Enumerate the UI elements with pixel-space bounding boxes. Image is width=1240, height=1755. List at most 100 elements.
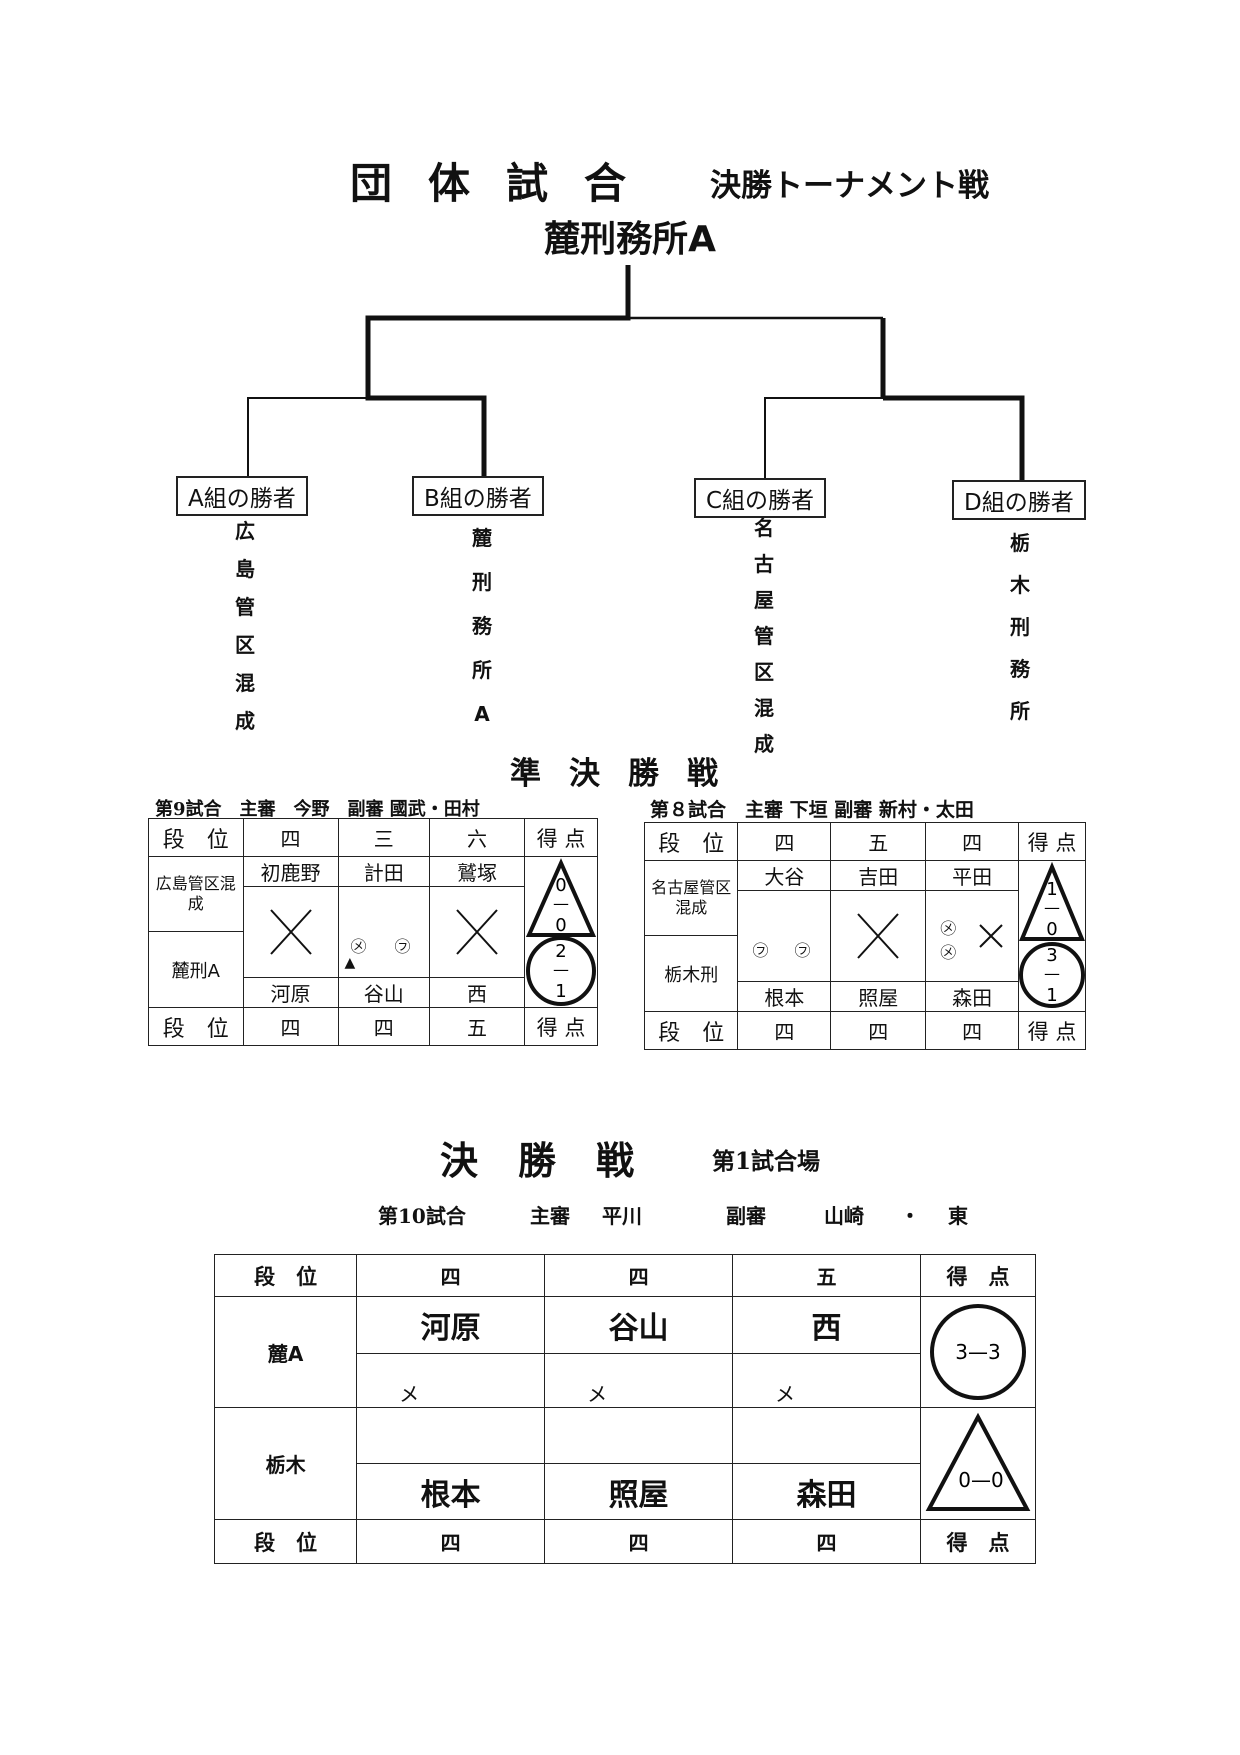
top-wins: 0 xyxy=(555,875,566,896)
bout-cell: ㋱ ㋫ ▲ xyxy=(337,886,430,978)
rank-cell: 四 xyxy=(544,1519,734,1564)
group-c-label: C組の勝者 xyxy=(694,478,827,518)
bout-mark: ㋱ xyxy=(350,937,367,956)
bout-mark: メ xyxy=(356,1352,546,1408)
player-name: 谷山 xyxy=(337,977,430,1008)
rank-cell: 五 xyxy=(732,1254,921,1297)
player-name: 森田 xyxy=(732,1463,921,1520)
score-label: 得 点 xyxy=(1017,822,1087,861)
top-dash: — xyxy=(553,894,569,913)
match9-table: 段 位 四 三 六 得 点 広島管区混成 初鹿野 計田 鷲塚 0 — 0 2 —… xyxy=(148,818,599,1046)
top-points: 0 xyxy=(1046,919,1057,940)
champion-name: 麓刑務所A xyxy=(544,219,716,260)
bottom-wins: 2 xyxy=(555,941,566,962)
final-match-number: 第10試合 xyxy=(378,1204,466,1228)
bout-mark: ㋫ xyxy=(794,941,811,960)
rank-cell: 四 xyxy=(356,1254,546,1297)
bracket-c-line xyxy=(764,397,883,480)
team-name-bottom: 栃木刑 xyxy=(643,935,739,1012)
rank-cell: 四 xyxy=(925,822,1019,861)
player-name: 根本 xyxy=(356,1463,546,1520)
rank-cell: 四 xyxy=(737,822,832,861)
team-name-top: 麓A xyxy=(213,1296,358,1408)
bout-cell xyxy=(242,886,339,978)
rank-cell: 四 xyxy=(544,1254,734,1297)
final-sub1-name: 山崎 xyxy=(824,1204,864,1228)
bout-cell xyxy=(428,886,525,978)
triangle-mark xyxy=(525,858,597,937)
player-name: 計田 xyxy=(337,856,430,887)
bout-mark: ㋫ xyxy=(394,937,411,956)
page-title: 団体試合 xyxy=(350,159,663,208)
bottom-dash: — xyxy=(1044,964,1060,983)
rank-cell: 四 xyxy=(242,1007,339,1046)
player-name: 森田 xyxy=(925,981,1019,1012)
rank-label: 段 位 xyxy=(148,1007,244,1046)
score-text: 0—0 xyxy=(958,1468,1003,1492)
bottom-points: 1 xyxy=(555,981,566,1002)
final-title: 決勝戦 xyxy=(440,1138,675,1183)
bout-cell xyxy=(732,1407,921,1464)
rank-cell: 三 xyxy=(337,818,430,857)
player-name: 鷲塚 xyxy=(428,856,525,887)
score-marks: 0 — 0 2 — 1 xyxy=(525,858,597,1006)
group-a-team: 広島管 区混成 xyxy=(235,519,255,733)
score-cell: 1 — 0 3 — 1 xyxy=(1017,860,1087,1012)
bout-mark: メ xyxy=(544,1352,734,1408)
player-name: 河原 xyxy=(356,1296,546,1354)
final-chief-label: 主審 xyxy=(530,1204,570,1228)
draw-mark xyxy=(857,913,899,959)
group-c-team: 名古屋 管区混 成 xyxy=(754,516,774,756)
score-text: 3—3 xyxy=(955,1340,1000,1364)
score-marks: 1 — 0 3 — 1 xyxy=(1018,861,1085,1008)
circle-mark: 3—3 xyxy=(929,1304,1026,1400)
winner-path xyxy=(365,265,631,478)
circle-mark xyxy=(1018,942,1085,1008)
rank-cell: 四 xyxy=(925,1011,1019,1050)
rank-cell: 四 xyxy=(356,1519,546,1564)
rank-label: 段 位 xyxy=(213,1519,358,1564)
rank-label: 段 位 xyxy=(643,822,739,861)
rank-label: 段 位 xyxy=(148,818,244,857)
bout-mark: ㋱ xyxy=(940,943,957,962)
top-dash: — xyxy=(1044,898,1060,917)
rank-label: 段 位 xyxy=(213,1254,358,1297)
team-name-bottom: 麓刑A xyxy=(148,931,244,1008)
top-wins: 1 xyxy=(1046,879,1057,900)
bracket-a-line xyxy=(247,397,368,478)
bracket-d-line xyxy=(883,395,1025,482)
rank-cell: 四 xyxy=(732,1519,921,1564)
circle-mark xyxy=(525,936,596,1006)
rank-cell: 五 xyxy=(428,1007,525,1046)
rank-cell: 四 xyxy=(242,818,339,857)
player-name: 吉田 xyxy=(830,860,927,891)
bout-cell: ㋫ ㋫ xyxy=(737,890,832,982)
final-venue: 第1試合場 xyxy=(712,1148,821,1175)
final-sub2-name: 東 xyxy=(948,1204,968,1228)
score-cell-bottom: 0—0 xyxy=(919,1407,1037,1520)
bout-cell: ㋱ ㋱ xyxy=(925,890,1019,982)
bout-mark: ㋱ xyxy=(940,919,957,938)
team-name-top: 広島管区混成 xyxy=(148,856,244,932)
page-subtitle: 決勝トーナメント戦 xyxy=(710,168,989,204)
bottom-wins: 3 xyxy=(1046,945,1057,966)
rank-cell: 六 xyxy=(428,818,525,857)
bout-cell xyxy=(830,890,927,982)
rank-cell: 四 xyxy=(830,1011,927,1050)
player-name: 初鹿野 xyxy=(242,856,339,887)
match9-meta: 第9試合 主審 今野 副審 國武・田村 xyxy=(155,799,480,820)
group-d-label: D組の勝者 xyxy=(952,480,1086,520)
player-name: 西 xyxy=(732,1296,921,1354)
score-label: 得 点 xyxy=(919,1519,1037,1564)
group-b-label: B組の勝者 xyxy=(412,476,544,516)
bout-mark: メ xyxy=(732,1352,921,1408)
team-name-bottom: 栃木 xyxy=(213,1407,358,1520)
score-cell-top: 3—3 xyxy=(919,1296,1037,1408)
rank-label: 段 位 xyxy=(643,1011,739,1050)
draw-mark xyxy=(269,909,312,955)
triangle-mark xyxy=(1018,861,1085,941)
player-name: 照屋 xyxy=(544,1463,734,1520)
triangle-mark: 0—0 xyxy=(925,1412,1031,1511)
group-d-team: 栃木刑 務所 xyxy=(1010,531,1030,723)
